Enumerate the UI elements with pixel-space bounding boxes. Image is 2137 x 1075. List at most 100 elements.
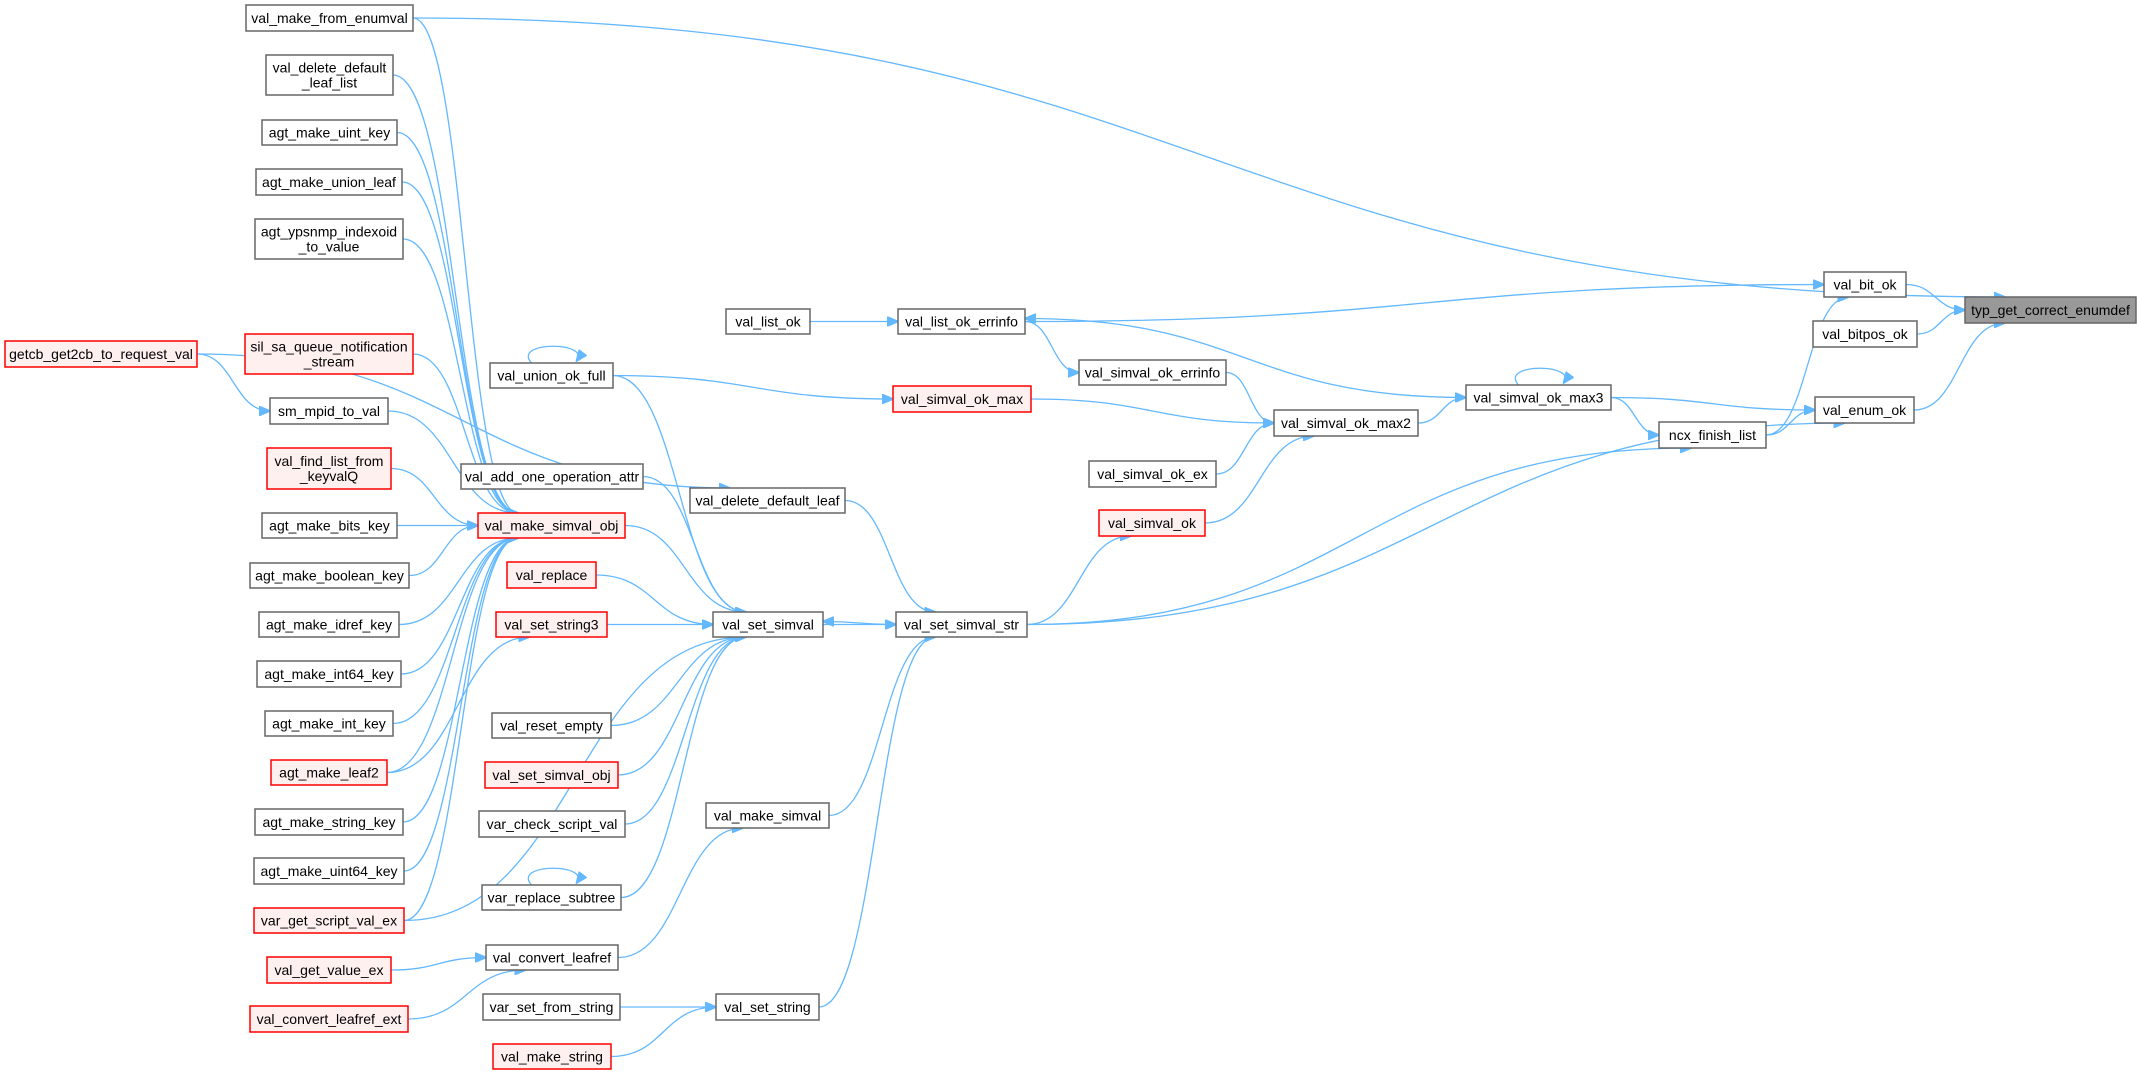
node-box[interactable] — [1273, 409, 1419, 437]
node-agt_make_uint64_key[interactable]: agt_make_uint64_key — [253, 857, 405, 885]
node-box[interactable] — [1465, 384, 1612, 411]
node-box[interactable] — [492, 1043, 612, 1070]
node-var_replace_subtree[interactable]: var_replace_subtree — [481, 884, 622, 911]
node-box[interactable] — [1814, 396, 1915, 424]
node-val_delete_default_leaf_list[interactable]: val_delete_default_leaf_list — [265, 54, 394, 96]
node-box[interactable] — [265, 54, 394, 96]
node-val_make_from_enumval[interactable]: val_make_from_enumval — [245, 4, 414, 32]
node-box[interactable] — [491, 712, 612, 739]
node-box[interactable] — [266, 956, 392, 984]
node-box[interactable] — [482, 993, 621, 1021]
node-box[interactable] — [249, 1005, 409, 1033]
node-val_simval_ok_errinfo[interactable]: val_simval_ok_errinfo — [1078, 359, 1227, 386]
node-box[interactable] — [254, 808, 404, 836]
node-val_list_ok_errinfo[interactable]: val_list_ok_errinfo — [897, 308, 1026, 335]
node-val_set_string[interactable]: val_set_string — [715, 993, 820, 1021]
node-box[interactable] — [264, 710, 394, 737]
node-val_simval_ok[interactable]: val_simval_ok — [1098, 509, 1206, 537]
node-agt_make_string_key[interactable]: agt_make_string_key — [254, 808, 404, 836]
node-box[interactable] — [1098, 509, 1206, 537]
node-box[interactable] — [261, 512, 398, 539]
node-val_list_ok[interactable]: val_list_ok — [725, 308, 811, 335]
node-agt_make_bits_key[interactable]: agt_make_bits_key — [261, 512, 398, 539]
node-box[interactable] — [244, 333, 414, 375]
node-var_check_script_val[interactable]: var_check_script_val — [478, 810, 626, 838]
node-agt_make_boolean_key[interactable]: agt_make_boolean_key — [249, 562, 410, 589]
node-box[interactable] — [477, 512, 626, 539]
node-box[interactable] — [705, 802, 830, 829]
node-box[interactable] — [484, 761, 619, 789]
node-box[interactable] — [254, 218, 404, 260]
node-getcb_get2cb_to_request_val[interactable]: getcb_get2cb_to_request_val — [4, 340, 198, 368]
node-var_set_from_string[interactable]: var_set_from_string — [482, 993, 621, 1021]
node-box[interactable] — [1658, 421, 1767, 449]
node-box[interactable] — [1812, 320, 1918, 348]
node-box[interactable] — [253, 857, 405, 885]
node-box[interactable] — [489, 362, 614, 389]
node-agt_make_leaf2[interactable]: agt_make_leaf2 — [270, 759, 388, 786]
node-val_make_simval_obj[interactable]: val_make_simval_obj — [477, 512, 626, 539]
node-val_simval_ok_max[interactable]: val_simval_ok_max — [892, 385, 1032, 413]
node-ncx_finish_list[interactable]: ncx_finish_list — [1658, 421, 1767, 449]
node-box[interactable] — [4, 340, 198, 368]
node-val_convert_leafref_ext[interactable]: val_convert_leafref_ext — [249, 1005, 409, 1033]
node-box[interactable] — [249, 562, 410, 589]
node-box[interactable] — [256, 660, 402, 688]
node-val_reset_empty[interactable]: val_reset_empty — [491, 712, 612, 739]
node-agt_ypsnmp_indexoid_to_value[interactable]: agt_ypsnmp_indexoid_to_value — [254, 218, 404, 260]
node-agt_make_uint_key[interactable]: agt_make_uint_key — [261, 119, 398, 146]
node-val_set_string3[interactable]: val_set_string3 — [495, 611, 608, 638]
node-box[interactable] — [481, 884, 622, 911]
node-box[interactable] — [715, 993, 820, 1021]
node-box[interactable] — [689, 487, 846, 514]
node-val_set_simval[interactable]: val_set_simval — [712, 611, 824, 638]
node-box[interactable] — [495, 611, 608, 638]
node-box[interactable] — [712, 611, 824, 638]
node-box[interactable] — [897, 308, 1026, 335]
node-val_convert_leafref[interactable]: val_convert_leafref — [485, 944, 619, 971]
node-val_enum_ok[interactable]: val_enum_ok — [1814, 396, 1915, 424]
node-box[interactable] — [255, 168, 403, 196]
node-box[interactable] — [261, 119, 398, 146]
node-box[interactable] — [1078, 359, 1227, 386]
node-box[interactable] — [892, 385, 1032, 413]
node-agt_make_int64_key[interactable]: agt_make_int64_key — [256, 660, 402, 688]
node-box[interactable] — [270, 759, 388, 786]
node-box[interactable] — [895, 611, 1028, 638]
node-box[interactable] — [1823, 271, 1907, 298]
node-val_find_list_from_keyvalQ[interactable]: val_find_list_from_keyvalQ — [266, 447, 392, 490]
node-val_simval_ok_ex[interactable]: val_simval_ok_ex — [1088, 460, 1217, 488]
node-val_make_string[interactable]: val_make_string — [492, 1043, 612, 1070]
node-val_delete_default_leaf[interactable]: val_delete_default_leaf — [689, 487, 846, 514]
node-val_replace[interactable]: val_replace — [506, 561, 597, 589]
node-box[interactable] — [266, 447, 392, 490]
node-sil_sa_queue_notification_stream[interactable]: sil_sa_queue_notification_stream — [244, 333, 414, 375]
node-val_union_ok_full[interactable]: val_union_ok_full — [489, 362, 614, 389]
node-box[interactable] — [253, 907, 405, 934]
node-val_get_value_ex[interactable]: val_get_value_ex — [266, 956, 392, 984]
node-agt_make_idref_key[interactable]: agt_make_idref_key — [258, 611, 400, 638]
node-box[interactable] — [506, 561, 597, 589]
node-val_simval_ok_max2[interactable]: val_simval_ok_max2 — [1273, 409, 1419, 437]
node-agt_make_int_key[interactable]: agt_make_int_key — [264, 710, 394, 737]
node-typ_get_correct_enumdef[interactable]: typ_get_correct_enumdef — [1964, 296, 2137, 324]
node-val_set_simval_str[interactable]: val_set_simval_str — [895, 611, 1028, 638]
node-box[interactable] — [478, 810, 626, 838]
node-box[interactable] — [725, 308, 811, 335]
node-val_simval_ok_max3[interactable]: val_simval_ok_max3 — [1465, 384, 1612, 411]
node-box[interactable] — [460, 463, 644, 490]
node-val_bit_ok[interactable]: val_bit_ok — [1823, 271, 1907, 298]
node-val_bitpos_ok[interactable]: val_bitpos_ok — [1812, 320, 1918, 348]
node-agt_make_union_leaf[interactable]: agt_make_union_leaf — [255, 168, 403, 196]
node-box[interactable] — [1964, 296, 2137, 324]
node-var_get_script_val_ex[interactable]: var_get_script_val_ex — [253, 907, 405, 934]
node-box[interactable] — [485, 944, 619, 971]
node-val_add_one_operation_attr[interactable]: val_add_one_operation_attr — [460, 463, 644, 490]
node-val_make_simval[interactable]: val_make_simval — [705, 802, 830, 829]
node-val_set_simval_obj[interactable]: val_set_simval_obj — [484, 761, 619, 789]
node-sm_mpid_to_val[interactable]: sm_mpid_to_val — [269, 397, 389, 425]
node-box[interactable] — [269, 397, 389, 425]
node-box[interactable] — [1088, 460, 1217, 488]
node-box[interactable] — [258, 611, 400, 638]
node-box[interactable] — [245, 4, 414, 32]
